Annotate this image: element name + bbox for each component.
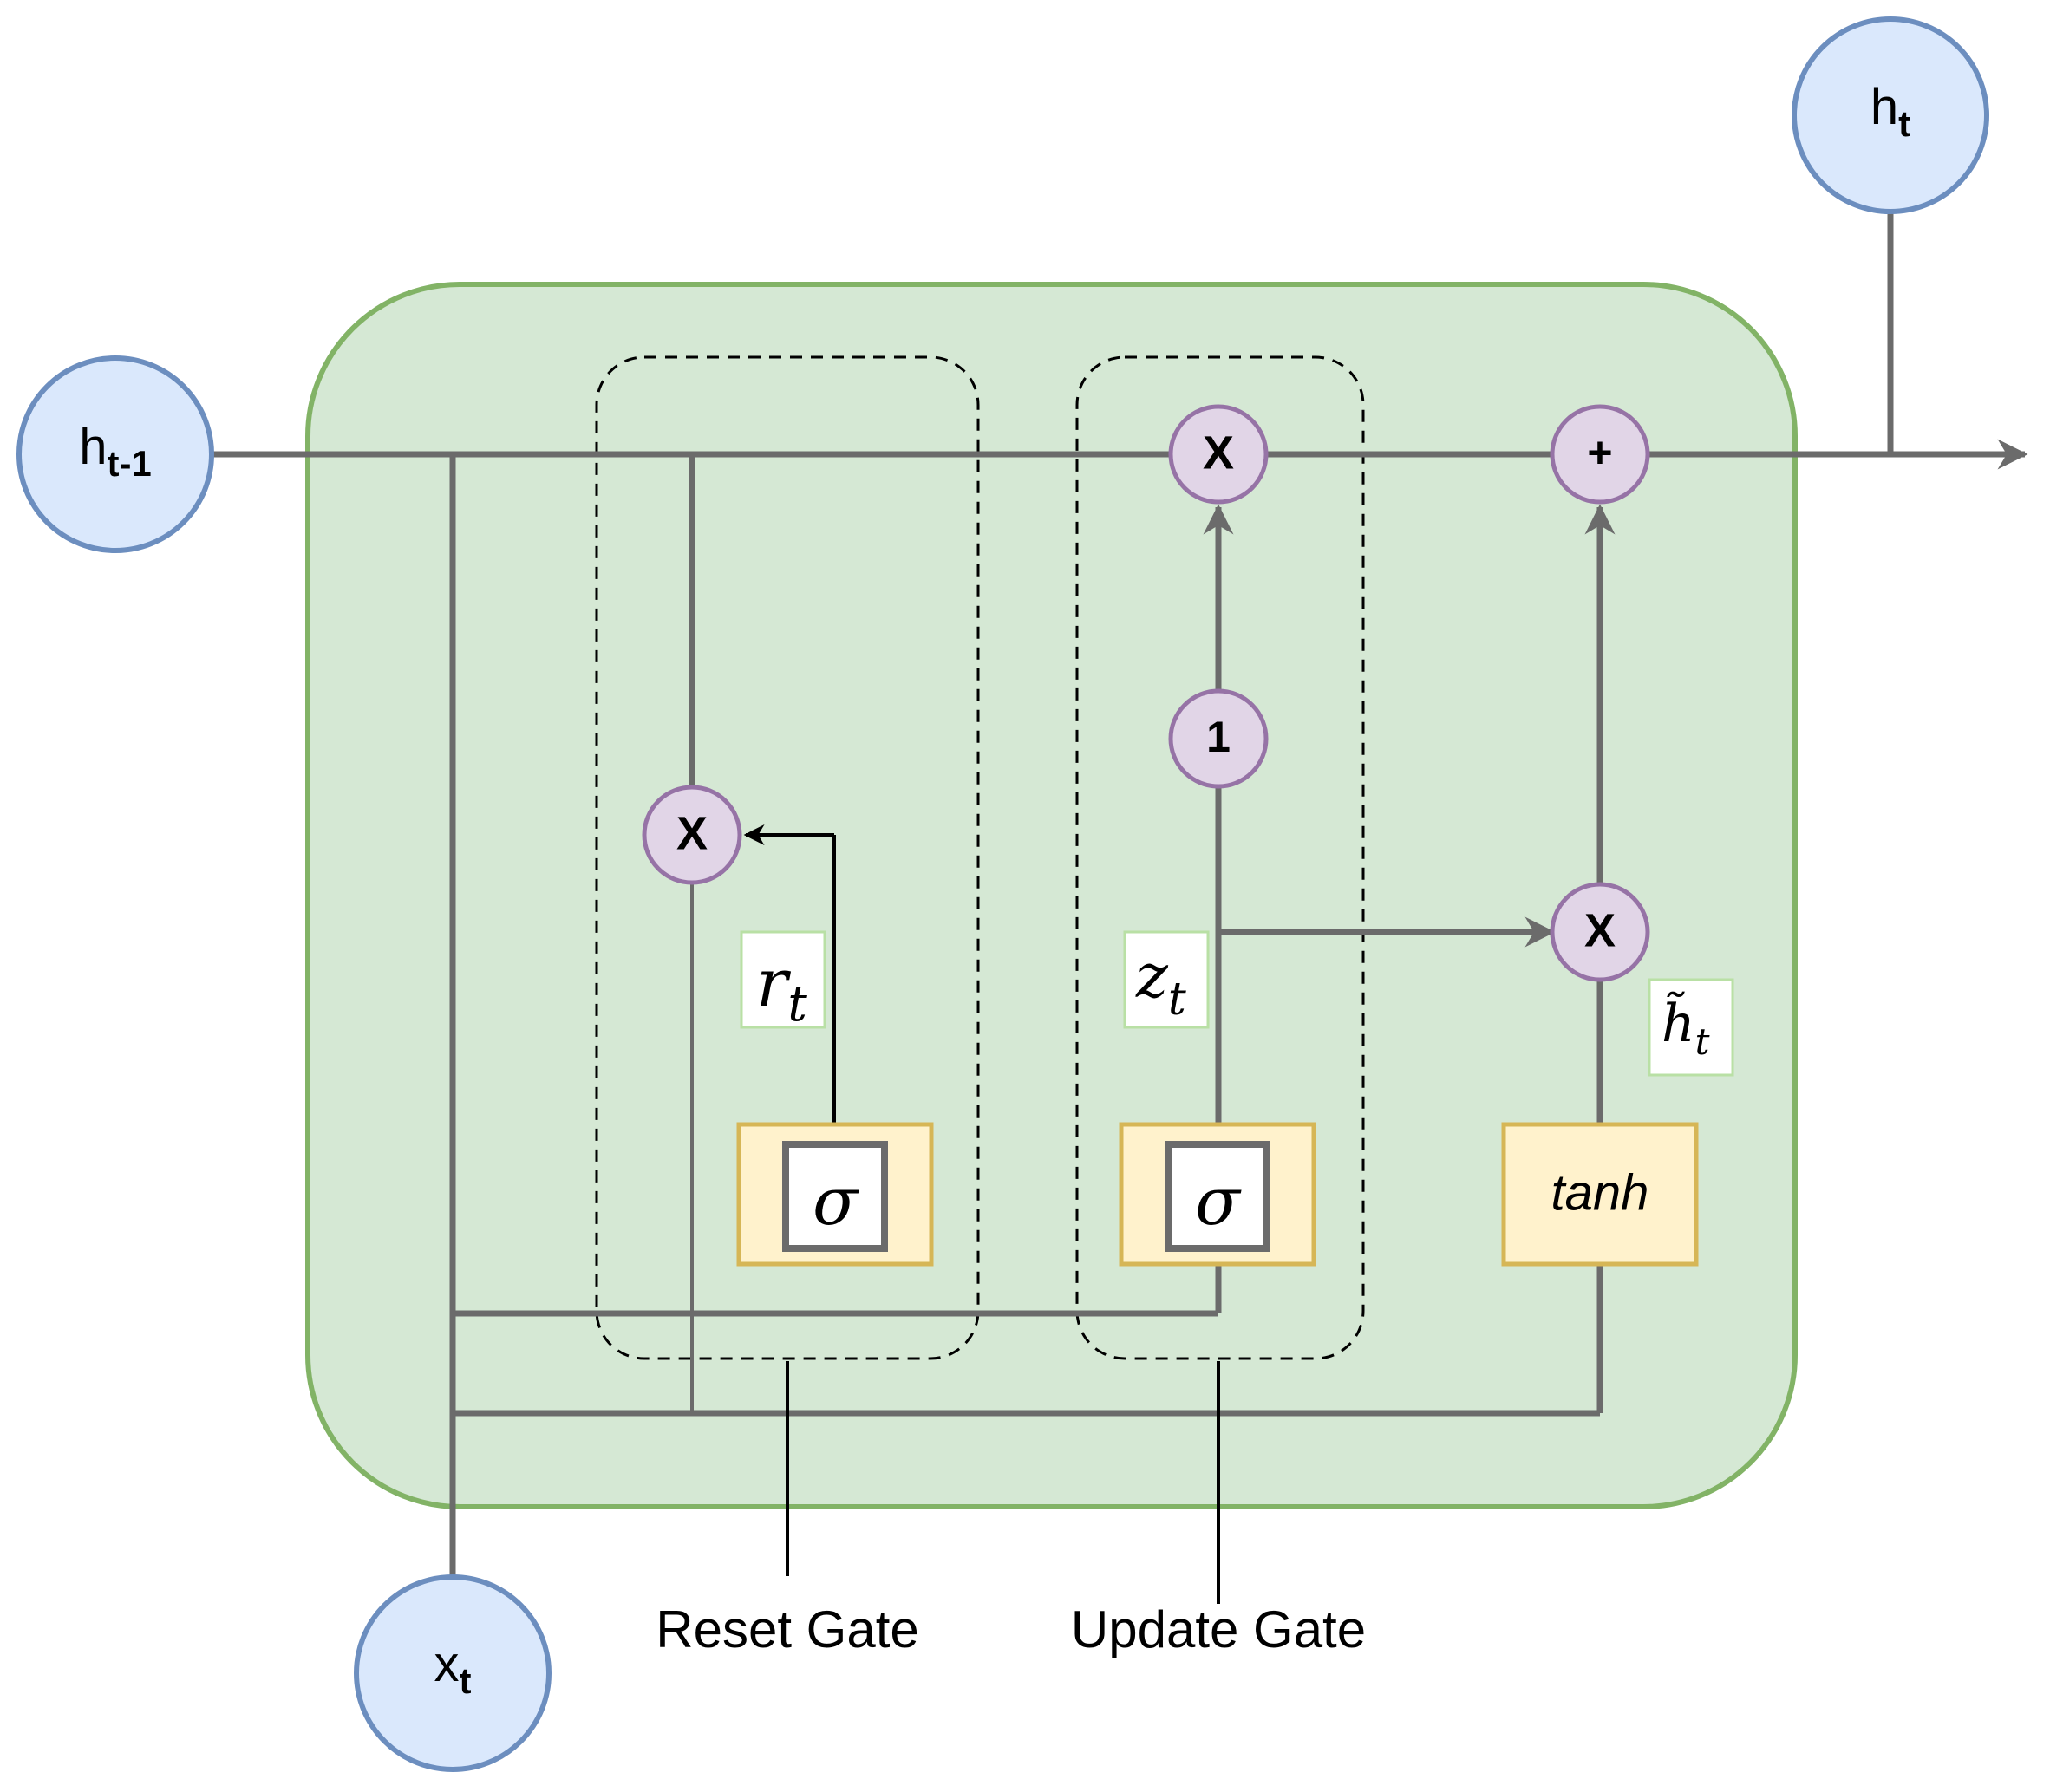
svg-text:ht-1: ht-1 <box>79 419 152 484</box>
one-minus-op: 1 <box>1168 688 1269 789</box>
add-symbol: + <box>1587 428 1612 477</box>
x-t-node: xt <box>354 1574 552 1772</box>
h-t-node: ht <box>1792 16 1989 214</box>
reset-multiply-symbol: X <box>676 807 708 859</box>
one-minus-symbol: 1 <box>1206 713 1231 761</box>
h-prev-node: ht-1 <box>16 355 214 553</box>
svg-text:xt: xt <box>434 1636 472 1701</box>
h-t-sub: t <box>1898 103 1910 144</box>
svg-text:zt: zt <box>1135 941 1186 1026</box>
x-t-base: x <box>434 1636 460 1692</box>
h-t-base: h <box>1870 79 1898 135</box>
candidate-multiply-op: X <box>1550 882 1650 982</box>
r-t-base: r <box>756 944 792 1021</box>
svg-text:rt: rt <box>756 944 807 1033</box>
svg-text:ht: ht <box>1870 79 1910 144</box>
h-prev-sub: t-1 <box>107 443 151 484</box>
h-tilde-sub: t <box>1695 1020 1710 1063</box>
h-tilde-label: h̃t <box>1648 978 1734 1077</box>
sigma-reset-box: σ <box>736 1122 934 1267</box>
update-multiply-symbol: X <box>1203 427 1234 479</box>
z-t-sub: t <box>1168 974 1186 1026</box>
candidate-multiply-symbol: X <box>1584 904 1616 956</box>
h-prev-base: h <box>79 419 107 475</box>
tanh-box: tanh <box>1501 1122 1699 1267</box>
reset-gate-region <box>595 355 980 1360</box>
tanh-label: tanh <box>1551 1164 1649 1221</box>
reset-signal-arrow <box>743 824 836 1124</box>
z-t-label: zt <box>1123 930 1210 1029</box>
sigma-reset-label: σ <box>813 1163 859 1240</box>
r-t-label: rt <box>740 930 826 1033</box>
sigma-update-box: σ <box>1119 1122 1316 1267</box>
sigma-update-label: σ <box>1195 1163 1242 1240</box>
add-op: + <box>1550 404 1650 505</box>
update-multiply-op: X <box>1168 404 1269 505</box>
gru-cell-box <box>305 282 1798 1509</box>
h-tilde-base: h̃ <box>1662 991 1695 1054</box>
svg-text:h̃t: h̃t <box>1662 991 1710 1063</box>
update-gate-caption: Update Gate <box>1071 1600 1366 1658</box>
z-t-base: z <box>1135 941 1169 1012</box>
x-t-sub: t <box>460 1660 472 1701</box>
r-t-sub: t <box>787 976 807 1033</box>
reset-multiply-op: X <box>642 785 742 885</box>
update-gate-region <box>1075 355 1365 1360</box>
connections <box>208 212 2028 1578</box>
reset-gate-caption: Reset Gate <box>656 1600 919 1658</box>
